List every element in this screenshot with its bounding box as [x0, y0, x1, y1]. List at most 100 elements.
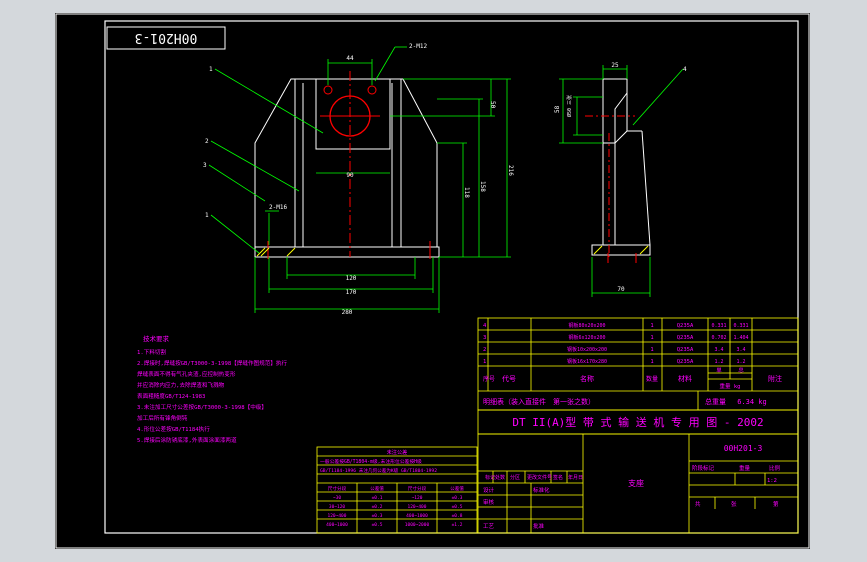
tol-cell: ±0.5	[452, 504, 463, 510]
leader-4: 1	[205, 212, 209, 219]
dim-216: 216	[507, 165, 514, 176]
tech-notes: 技术要求 1.下料切割 2.焊接时,焊缝按GB/T3000-3-1998【焊缝作…	[137, 334, 288, 444]
tb-date: 年月日	[568, 474, 583, 481]
dim-90: 90	[346, 172, 354, 179]
side-dim-top: 25	[611, 62, 619, 69]
tol-cell: ±0.8	[452, 513, 463, 519]
tol-h4: 公差值	[450, 485, 464, 492]
bom-row-qty: 1	[650, 323, 653, 329]
bom-h-mat: 材料	[678, 374, 692, 383]
bom-row-w1: 0.331	[711, 323, 726, 329]
tb-weight: 重量	[739, 464, 751, 472]
tb-count: 处数	[495, 474, 505, 481]
tol-cell: 400~1000	[406, 513, 428, 519]
side-hatch	[593, 245, 603, 255]
tol-row2: GB/T1184-1996 未注几何公差为K级 GB/T1804-1992	[320, 467, 437, 474]
tb-stage: 阶段标记	[692, 464, 715, 472]
side-rib	[641, 130, 651, 246]
tolerance-table: 未注公差 一般公差按GB/T1804-m级,未注形位公差按H级 GB/T1184…	[316, 446, 478, 534]
dim-158: 158	[479, 181, 486, 192]
base-plate	[254, 246, 440, 258]
part-name: 支座	[628, 478, 644, 488]
tol-cell: ±0.3	[452, 495, 463, 501]
bom-row-no: 1	[483, 359, 486, 365]
bom-row-qty: 1	[650, 359, 653, 365]
tb-check: 审核	[483, 498, 495, 506]
note-line-3: 焊缝表面不得有气孔夹渣,应控制热变形	[137, 370, 236, 378]
note-line-9: 5.焊接后涂防锈底漆,外表面涂面漆两道	[137, 436, 237, 444]
tb-scale-val: 1:2	[767, 478, 777, 484]
tol-cell: ±0.2	[372, 504, 383, 510]
tol-cell: ~30	[333, 495, 341, 501]
tol-row1: 一般公差按GB/T1804-m级,未注形位公差按H级	[320, 458, 422, 465]
bom-row-no: 3	[483, 335, 486, 341]
side-base	[591, 244, 651, 256]
note-line-7: 加工后所有锋角倒钝	[137, 414, 188, 422]
side-dim-v2: Ø50 三张	[566, 95, 573, 117]
bom-row-w2: 1.404	[733, 335, 748, 341]
bom-row-mat: Q235A	[677, 335, 694, 341]
tb-design: 设计	[483, 486, 495, 494]
bom-row-qty: 1	[650, 335, 653, 341]
tol-cell: ±1.2	[452, 522, 463, 528]
side-gusset	[614, 92, 628, 143]
title-banner: DT II(A)型 带 式 输 送 机 专 用 图 - 2002	[512, 415, 763, 429]
note-line-2: 2.焊接时,焊缝按GB/T3000-3-1998【焊缝作图规范】执行	[137, 359, 288, 367]
bolt-hole-right	[367, 85, 377, 95]
dim-44: 44	[346, 55, 354, 62]
bom-row-no: 2	[483, 347, 486, 353]
bom-row-w2: 3.4	[736, 347, 745, 353]
bolt-hole-left	[323, 85, 333, 95]
note-line-1: 1.下料切割	[137, 348, 167, 356]
tb-zone: 分区	[510, 474, 520, 481]
side-view: 25 58 Ø50 三张 70 4	[554, 62, 687, 297]
note-line-4: 并应消除内应力,去除焊渣和飞溅物	[137, 381, 225, 389]
tb-change: 更改文件号	[527, 474, 552, 481]
dim-120: 120	[346, 275, 357, 282]
bom-row-mat: Q235A	[677, 347, 694, 353]
bom-row-w1: 0.702	[711, 335, 726, 341]
tb-craft: 工艺	[483, 523, 495, 530]
tb-sheet: 张	[731, 500, 737, 508]
body-outline	[254, 78, 438, 247]
bom-row-w1: 3.4	[714, 347, 723, 353]
bom-row-name: 钢板6x120x200	[568, 334, 605, 341]
tb-sheets: 共	[695, 500, 701, 508]
tol-cell: 30~120	[329, 504, 346, 510]
drawing-number: 00H201-3	[724, 444, 763, 453]
bom-row-w2: 1.2	[736, 359, 745, 365]
leader-side: 4	[683, 66, 687, 73]
bom-row-qty: 1	[650, 347, 653, 353]
code-box-text: 00H201-3	[135, 30, 198, 45]
drawing-viewport[interactable]: 00H201-3	[55, 13, 810, 549]
code-box	[106, 26, 226, 50]
tol-cell: ±0.3	[372, 513, 383, 519]
hatch-3	[286, 247, 296, 257]
top-block	[315, 78, 391, 150]
drawing-canvas: 00H201-3	[55, 13, 810, 549]
tol-cell: 1000~2000	[405, 522, 430, 528]
bom-h-name: 名称	[580, 374, 594, 383]
bom-h-qty: 数量	[646, 375, 658, 383]
tol-cell: 120~400	[328, 513, 347, 519]
notes-title: 技术要求	[143, 334, 170, 343]
bom-row-mat: Q235A	[677, 359, 694, 365]
tb-std: 标准化	[533, 486, 550, 494]
tb-sign: 签名	[553, 474, 563, 481]
side-hatch-2	[639, 245, 649, 255]
tol-cell: ±0.5	[372, 522, 383, 528]
dim-50: 50	[489, 101, 496, 109]
bom-summary-left: 明细表（装入直接件 第一张之数）	[483, 397, 595, 406]
leader-2: 2	[205, 138, 209, 145]
dim-118: 118	[463, 187, 470, 198]
note-line-6: 3.未注加工尺寸公差按GB/T3000-3-1998【中级】	[137, 403, 267, 411]
title-block: DT II(A)型 带 式 输 送 机 专 用 图 - 2002 00H201-…	[477, 409, 799, 534]
side-dim-v1: 58	[554, 105, 561, 113]
bom-row-no: 4	[483, 323, 487, 329]
tol-h1: 尺寸分段	[328, 485, 347, 492]
dim-holes: 2-M12	[409, 43, 427, 50]
